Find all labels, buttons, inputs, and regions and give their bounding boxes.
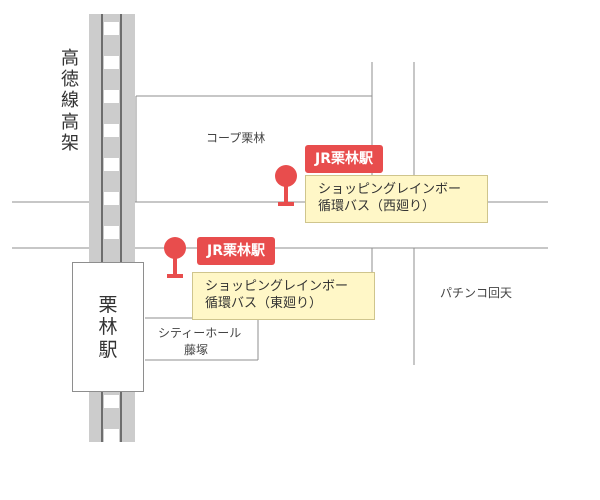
railway-label-char-2: 徳 [61,69,79,91]
station-building: 栗 林 駅 [72,262,144,392]
cityhall-label-line2: 藤塚 [184,343,209,357]
bus-route-box-east: ショッピングレインボー 循環バス（東廻り） [192,272,375,320]
bus-stop-marker-west [275,165,297,206]
railway-label: 高 徳 線 高 架 [56,48,84,154]
station-label-char-2: 林 [98,316,118,339]
railway-label-char-4: 高 [61,111,79,133]
jr-station-badge-east: JR栗林駅 [197,237,275,265]
bus-route-east-line1: ショッピングレインボー [205,279,349,294]
cityhall-label-line1: シティーホール [158,326,242,340]
bus-route-box-west: ショッピングレインボー 循環バス（西廻り） [305,175,488,223]
bus-route-west-line1: ショッピングレインボー [318,182,462,197]
railway-sleepers [104,22,119,442]
coop-label: コープ栗林 [206,131,266,145]
bus-route-west-line2: 循環バス（西廻り） [318,198,436,214]
station-label-char-1: 栗 [98,294,118,316]
jr-station-badge-west: JR栗林駅 [305,145,383,173]
railway-label-char-3: 線 [61,90,79,112]
pachinko-label: パチンコ回天 [440,286,513,300]
railway-label-char-5: 架 [61,132,79,154]
bus-route-east-line2: 循環バス（東廻り） [205,295,323,311]
railway-label-char-1: 高 [61,48,79,69]
station-label: 栗 林 駅 [73,294,143,361]
bus-stop-marker-east [164,237,186,278]
station-label-char-3: 駅 [98,338,118,361]
